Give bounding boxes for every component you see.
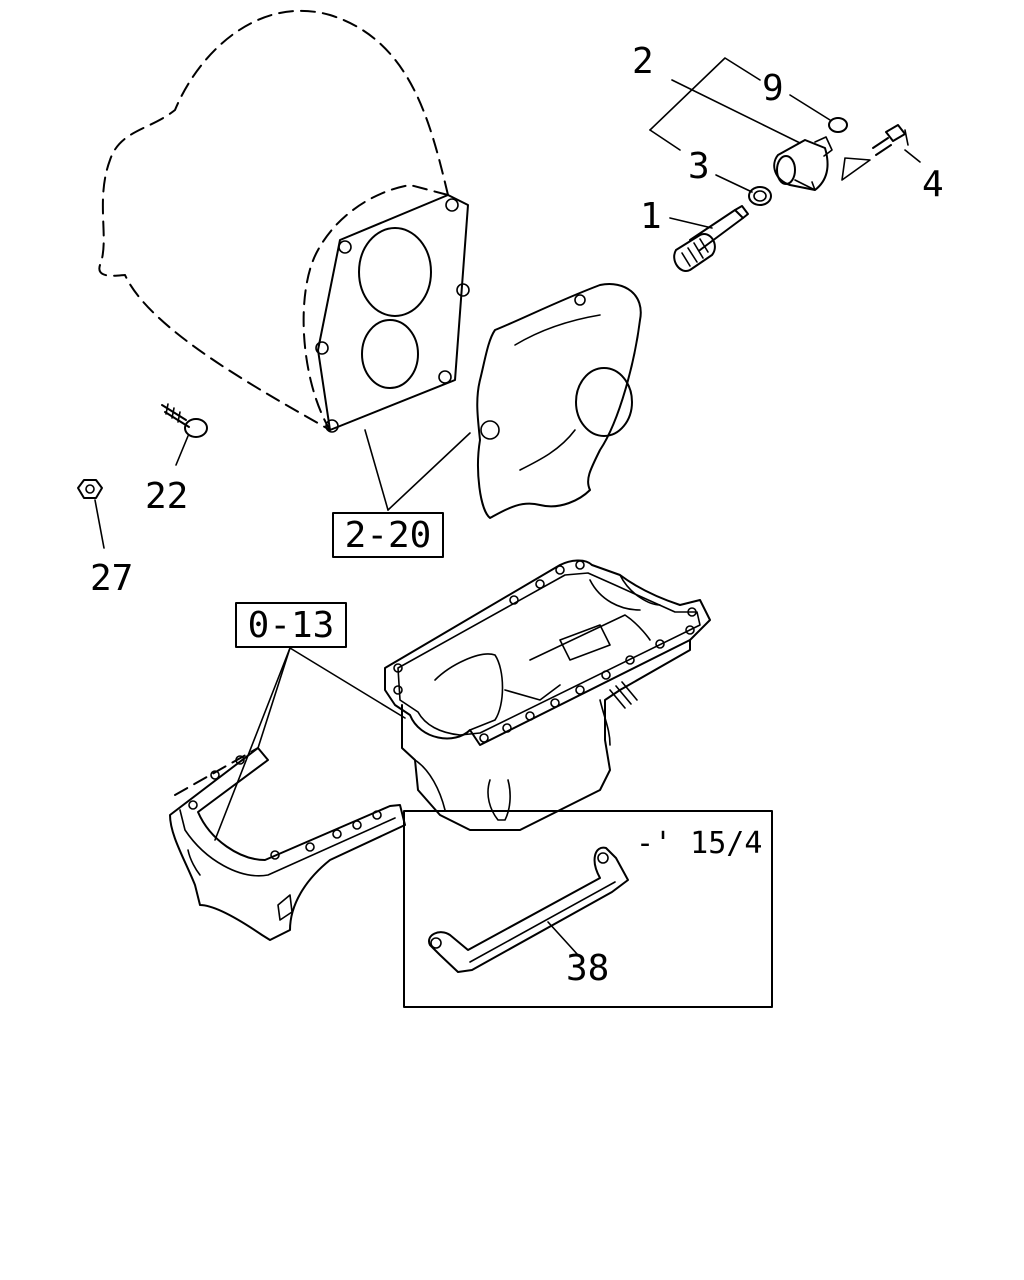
nut-27-icon [77,479,105,549]
callout-27: 27 [90,558,133,599]
support-bracket-38-icon [428,846,629,973]
gear-shaft-1-icon [673,205,749,272]
ref-label-0-13: 0-13 [248,605,335,646]
bolt-22-icon [161,403,208,466]
callout-22: 22 [145,476,188,517]
bracket-icon [169,747,406,941]
callout-4: 4 [922,164,944,205]
callout-9: 9 [762,68,784,109]
callout-3: 3 [688,146,710,187]
sensor-leaders [649,57,921,229]
ref-label-2-20: 2-20 [345,515,432,556]
callout-2: 2 [632,41,654,82]
callout-1: 1 [640,196,662,237]
oil-pan-icon [384,559,711,831]
bolt-4-icon [872,124,909,156]
ref-0-13-leaders [214,647,406,841]
o-ring-3-icon [748,186,772,206]
ref-2-20-leaders [364,429,471,511]
inset-box: -' 15/4 [403,810,773,1008]
inset-range-note: -' 15/4 [636,826,762,861]
ref-box-2-20: 2-20 [332,512,444,558]
cover-plate-icon [476,283,642,519]
speed-sensor-icon [773,136,833,191]
callout-38: 38 [566,948,609,989]
o-ring-9-icon [828,117,848,133]
ref-box-0-13: 0-13 [235,602,347,648]
flywheel-housing-icon [98,9,470,433]
